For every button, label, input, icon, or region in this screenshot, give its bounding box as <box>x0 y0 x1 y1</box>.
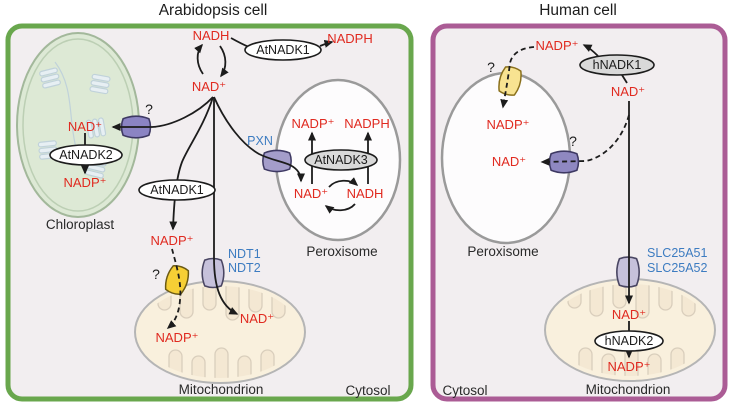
mitochondrion-label: Mitochondrion <box>179 382 264 397</box>
atnadk1-cytosol-enzyme <box>138 179 216 201</box>
atnadk1-top-enzyme <box>244 39 322 61</box>
atnadk1-top-label: AtNADK1 <box>256 43 310 57</box>
nad-label-mitochondrion: NAD⁺ <box>240 311 274 326</box>
nad-label-mitochondrion-human: NAD⁺ <box>612 307 646 322</box>
peroxisome-label: Peroxisome <box>306 244 377 259</box>
hnadk1-enzyme <box>579 54 655 76</box>
nadp-label-peroxisome-human: NADP⁺ <box>487 117 530 132</box>
cytosol-label-human: Cytosol <box>442 383 487 398</box>
peroxisome-nadh-nad-cycle-bottom <box>324 203 356 214</box>
slc25a51-slc25a52-transporter <box>616 256 640 288</box>
nadp-label-peroxisome: NADP⁺ <box>292 116 335 131</box>
chloroplast-label: Chloroplast <box>46 217 115 232</box>
nadp-label-mitochondrion-human: NADP⁺ <box>608 359 651 374</box>
slc25a51-label: SLC25A51 <box>647 246 708 260</box>
nad-to-mitochondrion-arrow <box>213 97 239 315</box>
peroxisome-nadp-transporter-question: ? <box>487 59 495 75</box>
atnadk2-enzyme <box>49 144 123 166</box>
hnadk1-to-nadp-arrow <box>582 44 599 57</box>
nad-label-cytosol-human: NAD⁺ <box>611 84 645 99</box>
nad-via-atnadk1-to-nadp-arrow <box>169 96 214 231</box>
atnadk2-label: AtNADK2 <box>59 148 113 162</box>
nad-to-nadh-arrow <box>194 43 204 75</box>
hnadk1-to-nad-line <box>621 74 628 84</box>
peroxisome-label-human: Peroxisome <box>467 244 538 259</box>
nad-to-peroxisome-arrow <box>213 96 305 183</box>
atnadk1-to-nadph-arrow <box>319 39 334 48</box>
hnadk1-label: hNADK1 <box>593 58 642 72</box>
pxn-label: PXN <box>247 134 273 148</box>
mitochondrion-label-human: Mitochondrion <box>586 382 671 397</box>
nadh-label-peroxisome: NADH <box>347 186 384 201</box>
nadp-label-cytosol-human: NADP⁺ <box>536 38 579 53</box>
hnadk2-enzyme <box>594 330 664 352</box>
nadp-into-peroxisome-dashed-arrow <box>500 46 535 109</box>
nadp-label-mitochondrion: NADP⁺ <box>156 330 199 345</box>
nad-to-chloroplast-arrow <box>111 96 214 131</box>
atnadk3-label: AtNADK3 <box>314 153 368 167</box>
ndt-transporter <box>201 257 225 289</box>
ndt1-label: NDT1 <box>228 247 261 261</box>
nadph-label-cytosol: NADPH <box>327 31 373 46</box>
arabidopsis-panel-title: Arabidopsis cell <box>159 2 268 19</box>
atnadk3-enzyme <box>304 149 378 171</box>
nadp-label-chloroplast: NADP⁺ <box>64 175 107 190</box>
mito-yellow-transporter-question: ? <box>152 266 160 282</box>
slc25a52-label: SLC25A52 <box>647 261 708 275</box>
atnadk1-cytosol-label: AtNADK1 <box>150 183 204 197</box>
human-panel-title: Human cell <box>539 2 617 19</box>
arabidopsis-panel: Arabidopsis cell <box>5 2 414 402</box>
nadph-label-peroxisome: NADPH <box>344 116 390 131</box>
nadh-label-cytosol: NADH <box>193 28 230 43</box>
nadp-label-cytosol: NADP⁺ <box>151 233 194 248</box>
nad-label-cytosol: NAD⁺ <box>192 79 226 94</box>
nad-label-peroxisome-human: NAD⁺ <box>492 154 526 169</box>
chloroplast-transporter-question: ? <box>145 101 153 117</box>
peroxisome-nad-nadh-cycle-top <box>328 177 359 188</box>
nad-label-peroxisome: NAD⁺ <box>294 186 328 201</box>
ndt2-label: NDT2 <box>228 261 261 275</box>
nadp-into-mitochondrion-dashed-arrow <box>166 248 182 329</box>
cytosol-label-arabidopsis: Cytosol <box>345 383 390 398</box>
nadh-to-nad-arrow <box>219 45 229 78</box>
hnadk2-label: hNADK2 <box>605 334 654 348</box>
human-panel: Human cell NADP⁺ hNADK1 NAD⁺ ? NADP⁺ ? N… <box>430 2 728 402</box>
nad-label-chloroplast: NAD⁺ <box>68 119 102 134</box>
peroxisome-nad-transporter-question: ? <box>569 133 577 149</box>
